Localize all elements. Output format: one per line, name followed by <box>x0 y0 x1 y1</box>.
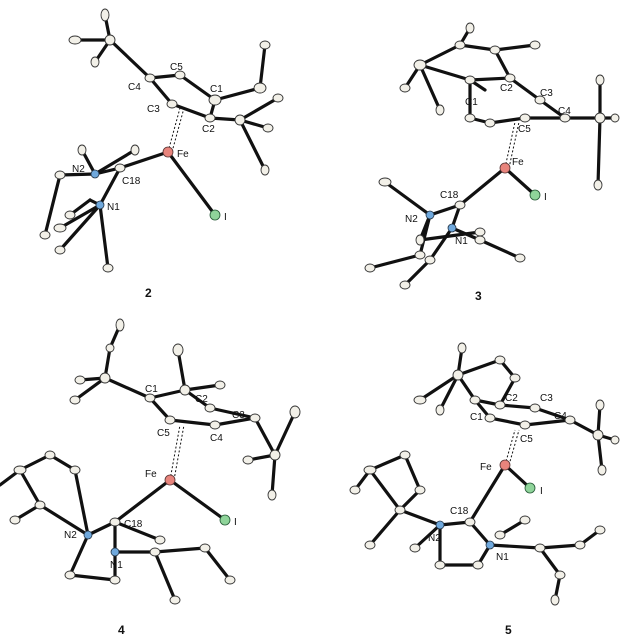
label-3-c1: C1 <box>465 97 478 108</box>
label-2-c2: C2 <box>202 124 215 135</box>
bonds-2 <box>43 13 280 270</box>
label-3-c4: C4 <box>558 106 571 117</box>
label-2-i: I <box>224 212 227 223</box>
label-5-c4: C4 <box>554 411 567 422</box>
panel-compound-3: C2 C1 C3 C5 C4 Fe C18 N2 N1 I 3 <box>364 22 620 303</box>
label-5-fe: Fe <box>480 462 492 473</box>
label-5-i: I <box>540 486 543 497</box>
bonds-5 <box>353 346 617 602</box>
label-3-n2: N2 <box>405 214 418 225</box>
compound-number-4: 4 <box>118 623 125 637</box>
label-4-fe: Fe <box>145 469 157 480</box>
label-4-c3: C3 <box>232 410 245 421</box>
panel-compound-4: C1 C2 C5 C3 C4 Fe N2 C18 N1 I 4 <box>0 318 301 637</box>
bonds-3 <box>368 26 617 287</box>
label-5-c5: C5 <box>520 434 533 445</box>
label-2-n2: N2 <box>72 164 85 175</box>
label-4-c5: C5 <box>157 428 170 439</box>
label-4-c4: C4 <box>210 433 223 444</box>
label-5-n1: N1 <box>496 552 509 563</box>
label-3-c18: C18 <box>440 190 459 201</box>
label-2-c5: C5 <box>170 62 183 73</box>
compound-number-3: 3 <box>475 289 482 303</box>
label-3-i: I <box>544 192 547 203</box>
label-5-n2: N2 <box>428 533 441 544</box>
label-2-c1: C1 <box>210 84 223 95</box>
label-4-n1: N1 <box>110 560 123 571</box>
label-4-n2: N2 <box>64 530 77 541</box>
label-2-fe: Fe <box>177 149 189 160</box>
label-4-c18: C18 <box>124 519 143 530</box>
label-2-n1: N1 <box>107 202 120 213</box>
bonds-4 <box>0 323 297 602</box>
label-4-c1: C1 <box>145 384 158 395</box>
label-2-c18: C18 <box>122 176 141 187</box>
atoms-4 <box>9 318 301 605</box>
panel-compound-2: C5 C4 C1 C3 C2 Fe N2 C18 N1 I 2 <box>39 8 284 300</box>
label-2-c3: C3 <box>147 104 160 115</box>
atoms-3 <box>364 22 620 290</box>
fe-ring-bond <box>167 107 181 153</box>
label-4-i: I <box>234 517 237 528</box>
label-4-c2: C2 <box>195 394 208 405</box>
compound-number-5: 5 <box>505 623 512 637</box>
label-3-c5: C5 <box>518 124 531 135</box>
label-2-c4: C4 <box>128 82 141 93</box>
label-5-c18: C18 <box>450 506 469 517</box>
label-3-c3: C3 <box>540 88 553 99</box>
label-3-n1: N1 <box>455 236 468 247</box>
atoms-5 <box>349 342 620 606</box>
panel-compound-5: C2 C3 C1 C4 C5 Fe C18 N2 N1 I 5 <box>349 342 620 637</box>
atoms-2 <box>39 8 284 273</box>
label-5-c1: C1 <box>470 412 483 423</box>
label-3-fe: Fe <box>512 157 524 168</box>
compound-number-2: 2 <box>145 286 152 300</box>
label-5-c3: C3 <box>540 393 553 404</box>
label-5-c2: C2 <box>505 393 518 404</box>
label-3-c2: C2 <box>500 83 513 94</box>
